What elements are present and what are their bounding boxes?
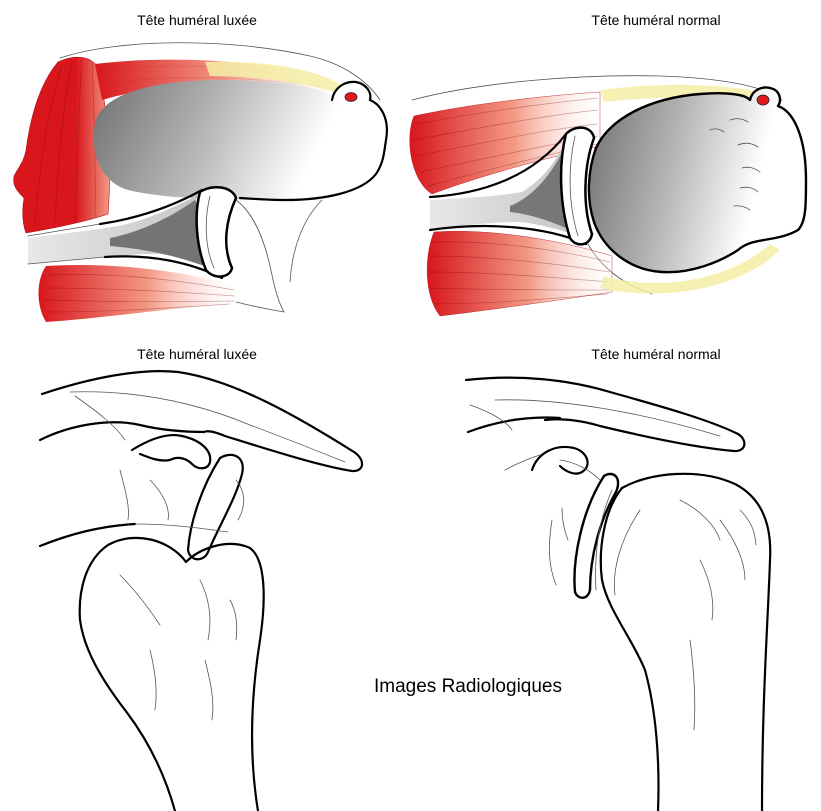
bone-texture-line xyxy=(120,575,160,625)
glenoid-rim xyxy=(574,474,618,598)
bone-texture-line xyxy=(150,650,156,710)
tendon-insertion-dot xyxy=(345,93,357,102)
bone-texture-line xyxy=(700,560,713,620)
scapula-line xyxy=(470,405,512,430)
label-bottom-left: Tête huméral luxée xyxy=(97,345,297,363)
panel-bottom-right-normal-xray xyxy=(466,378,770,811)
bone-texture-line xyxy=(614,510,640,595)
acromion-outline xyxy=(466,378,744,451)
bone-texture-line xyxy=(720,520,745,580)
scapula-line xyxy=(75,396,125,440)
humeral-head-dislocated xyxy=(94,80,387,200)
bone-texture-line xyxy=(740,510,756,545)
bone-texture-line xyxy=(680,500,720,540)
humeral-head-normal xyxy=(589,88,806,273)
scapula-line xyxy=(549,520,556,585)
bone-texture-line xyxy=(200,580,210,640)
tendon-insertion-dot xyxy=(757,95,769,105)
capsule-outline xyxy=(290,200,322,282)
glenoid-labrum xyxy=(197,187,236,276)
humerus-left-contour xyxy=(80,538,186,811)
radiology-caption: Images Radiologiques xyxy=(318,675,618,699)
humerus-right-contour xyxy=(186,544,264,811)
humerus-left-contour xyxy=(601,488,659,811)
scapular-spine-lower-edge xyxy=(40,422,204,440)
humerus-right-contour xyxy=(622,474,770,811)
bone-texture-line xyxy=(690,640,695,730)
scapula-line xyxy=(562,508,568,540)
coracoid-process xyxy=(132,435,210,468)
panel-bottom-left-dislocated-xray xyxy=(40,371,362,811)
scapula-line xyxy=(120,470,128,520)
panel-top-right-normal xyxy=(410,76,806,316)
panel-top-left-dislocated xyxy=(14,43,387,322)
bone-texture-line xyxy=(230,600,237,640)
acromion-outline xyxy=(42,371,362,471)
scapula-line xyxy=(150,480,168,520)
scapula-lateral-border xyxy=(40,524,135,546)
label-bottom-right: Tête huméral normal xyxy=(556,345,756,363)
label-top-right: Tête huméral normal xyxy=(556,11,756,29)
bone-texture-line xyxy=(205,660,213,720)
label-top-left: Tête huméral luxée xyxy=(97,11,297,29)
capsule-outline xyxy=(236,200,284,312)
capsule-outline xyxy=(236,302,284,312)
